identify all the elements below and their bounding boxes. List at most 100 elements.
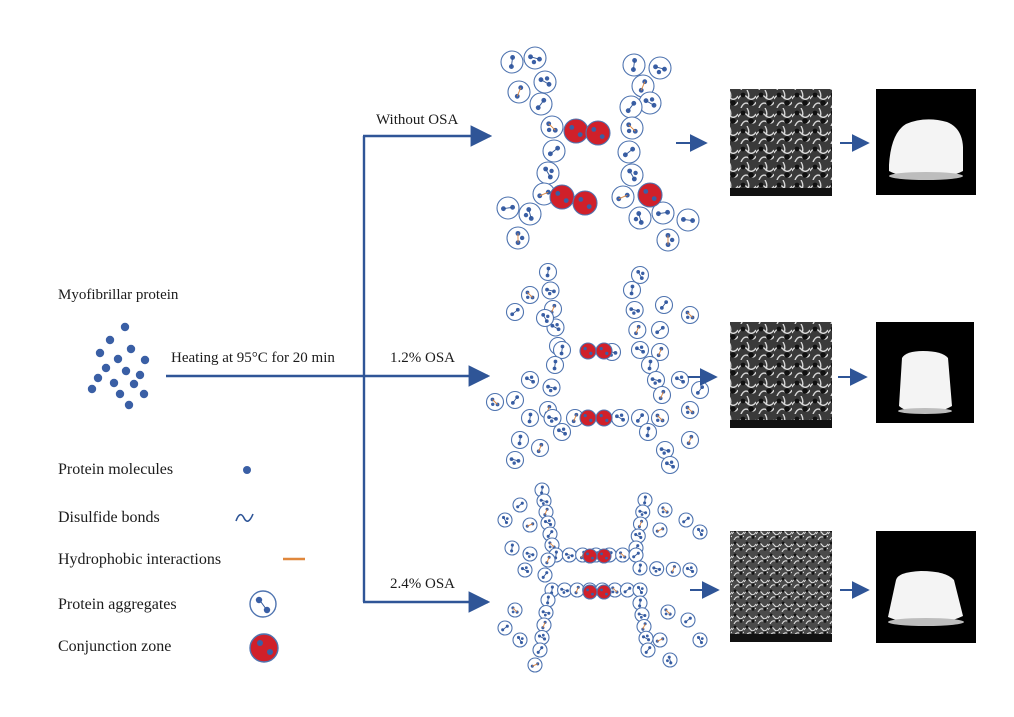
protein-aggregate <box>628 547 644 563</box>
protein-aggregate <box>545 355 565 375</box>
protein-aggregate <box>636 618 652 635</box>
protein-molecule <box>109 378 119 388</box>
protein-aggregate <box>485 392 505 412</box>
protein-aggregate <box>543 408 562 428</box>
protein-aggregate <box>523 46 547 70</box>
protein-aggregate <box>611 185 635 209</box>
protein-aggregate <box>507 602 523 618</box>
network-1-2-osa <box>485 262 710 475</box>
protein-aggregate <box>692 524 708 540</box>
protein-aggregate <box>630 408 650 428</box>
protein-aggregate <box>632 560 648 576</box>
protein-aggregate <box>635 504 651 520</box>
conjunction-zone <box>585 120 611 146</box>
protein-aggregate <box>617 140 641 164</box>
protein-aggregate <box>504 540 520 556</box>
protein-aggregate <box>638 422 658 442</box>
protein-aggregate <box>665 561 681 577</box>
protein-aggregate <box>650 320 670 340</box>
protein-aggregate <box>630 265 650 285</box>
protein-aggregate <box>640 642 656 658</box>
protein-aggregate <box>517 562 533 578</box>
process-label: Heating at 95°C for 20 min <box>171 350 335 366</box>
protein-aggregate <box>496 196 520 220</box>
protein-molecule <box>101 363 111 373</box>
protein-aggregate <box>657 502 673 518</box>
protein-aggregate <box>670 370 690 390</box>
protein-aggregate <box>660 455 680 475</box>
conjunction-zone <box>563 118 589 144</box>
protein-aggregate <box>518 202 542 226</box>
protein-aggregate <box>680 400 700 420</box>
protein-aggregate <box>500 50 524 74</box>
protein-molecule-icon <box>243 466 251 474</box>
protein-aggregate <box>637 492 653 508</box>
sem-image-without-osa <box>730 89 832 196</box>
protein-aggregate <box>646 370 666 390</box>
protein-molecule <box>124 400 134 410</box>
protein-aggregate <box>540 592 556 608</box>
conjunction-zone <box>596 584 612 600</box>
protein-aggregate <box>527 657 543 673</box>
protein-aggregate <box>619 95 643 119</box>
protein-aggregate <box>497 620 513 636</box>
protein-aggregate <box>610 408 630 428</box>
protein-aggregate <box>520 285 540 305</box>
protein-aggregate <box>628 320 647 340</box>
protein-aggregate <box>649 561 665 577</box>
protein-molecule <box>120 322 130 332</box>
protein-aggregate <box>680 305 700 325</box>
protein-molecule <box>113 354 123 364</box>
protein-aggregate <box>538 504 554 520</box>
legend-label-hydrophobic-interactions: Hydrophobic interactions <box>58 551 221 568</box>
legend: Protein molecules Disulfide bonds Hydrop… <box>58 461 305 663</box>
protein-aggregate <box>557 582 573 598</box>
protein-aggregate <box>506 226 530 250</box>
protein-molecule <box>129 379 139 389</box>
protein-aggregate <box>542 139 566 163</box>
legend-label-conjunction-zone: Conjunction zone <box>58 638 171 655</box>
gel-photo-1-2-osa <box>876 322 974 423</box>
protein-aggregate <box>532 642 548 658</box>
protein-aggregate <box>630 528 646 544</box>
protein-aggregate <box>622 53 646 77</box>
protein-aggregate <box>538 604 554 621</box>
protein-aggregate <box>538 262 558 282</box>
protein-aggregate <box>619 582 635 598</box>
conjunction-zone <box>596 548 612 564</box>
network-2-4-osa <box>497 482 708 673</box>
protein-aggregate <box>505 302 525 322</box>
protein-aggregate <box>640 355 660 375</box>
protein-aggregate <box>678 512 694 528</box>
protein-molecule <box>139 389 149 399</box>
protein-aggregate <box>690 380 710 400</box>
protein-molecule <box>95 348 105 358</box>
branch-label-1-2-osa: 1.2% OSA <box>390 350 455 366</box>
protein-aggregate <box>537 567 553 583</box>
protein-molecule <box>121 366 131 376</box>
protein-molecule <box>93 373 103 383</box>
protein-molecule <box>135 370 145 380</box>
protein-aggregate <box>680 430 700 450</box>
protein-aggregate <box>632 582 648 598</box>
protein-molecule <box>87 384 97 394</box>
protein-aggregate <box>625 300 644 320</box>
protein-aggregate <box>676 208 700 232</box>
protein-aggregate <box>660 604 676 620</box>
protein-aggregate <box>532 182 556 206</box>
protein-aggregate <box>638 91 662 115</box>
protein-aggregate <box>680 612 696 628</box>
protein-aggregate <box>542 378 561 397</box>
protein-aggregate <box>622 280 642 300</box>
gel-photo-2-4-osa <box>876 531 976 643</box>
protein-aggregate <box>620 163 644 187</box>
protein-dot-cluster <box>87 322 150 410</box>
protein-aggregate <box>540 515 556 531</box>
conjunction-zone <box>579 409 597 427</box>
protein-aggregate <box>569 582 585 598</box>
source-title: Myofibrillar protein <box>58 287 179 303</box>
protein-aggregate <box>522 546 538 562</box>
conjunction-zone-icon <box>249 633 279 663</box>
branch-label-without-osa: Without OSA <box>376 112 458 128</box>
